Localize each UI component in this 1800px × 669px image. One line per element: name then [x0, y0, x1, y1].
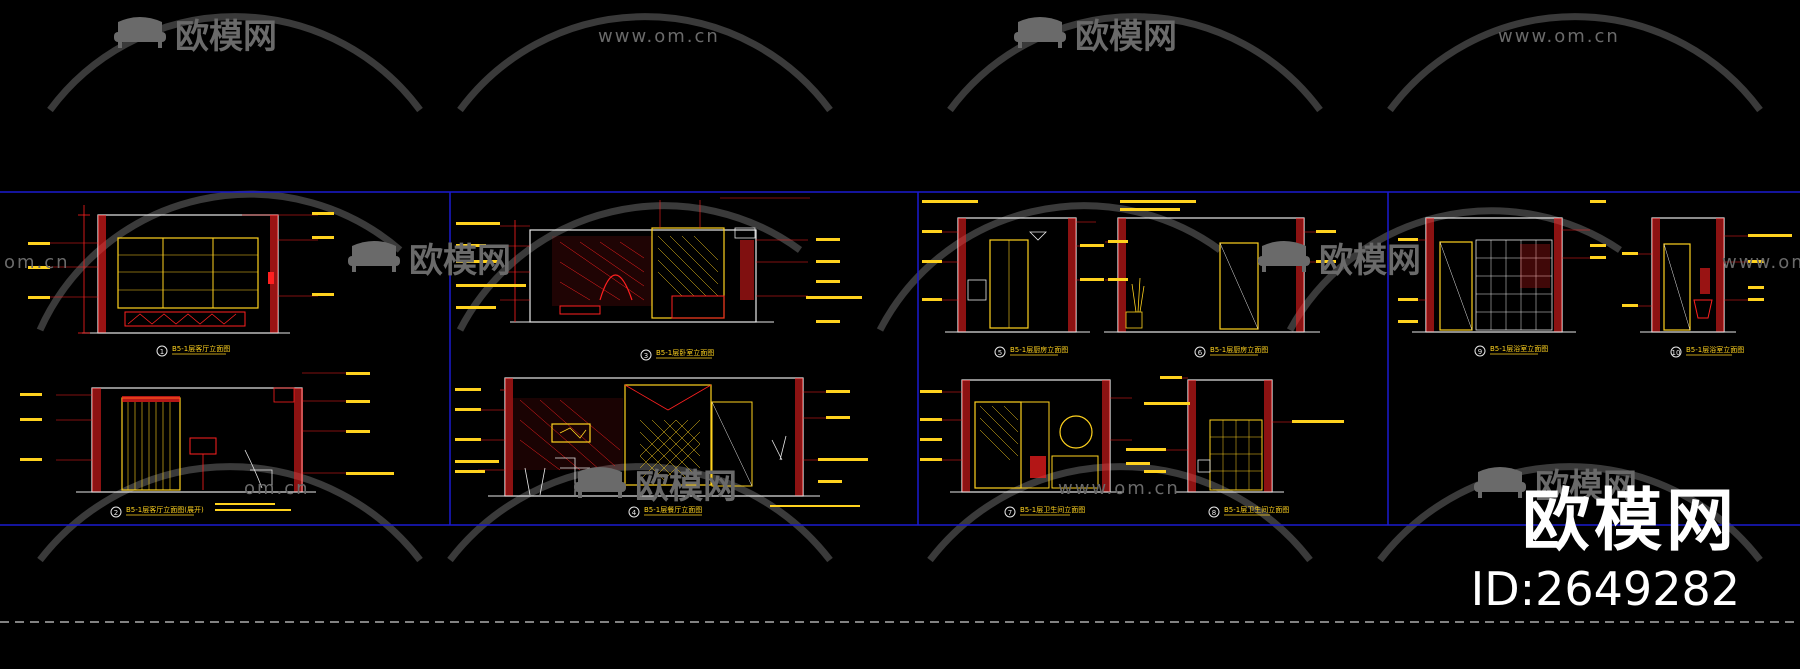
watermark-url: om.cn	[244, 478, 310, 499]
watermark-arc	[1377, 463, 1763, 563]
elevation-2: 2 B5-1层客厅立面图(展开)	[20, 372, 394, 518]
drawing-title: B5-1层卧室立面图	[656, 348, 714, 357]
elevation-1: 1 B5-1层客厅立面图	[28, 205, 334, 357]
watermark-brand: 欧模网	[175, 17, 277, 57]
sheet-frames	[0, 191, 1800, 526]
sofa-logo-icon	[1474, 467, 1526, 498]
watermark-logos: 欧模网 www.om.cn 欧模网 www.om.cn om.cn 欧模网 欧模…	[4, 17, 1800, 507]
sofa-logo-icon	[114, 17, 166, 48]
watermark-url: www.om.cn	[1722, 252, 1800, 273]
watermark-arc	[36, 190, 403, 332]
watermark-brand: 欧模网	[635, 467, 737, 507]
drawing-title: B5-1层客厅立面图	[172, 344, 230, 353]
elevation-10: 10 B5-1层浴室立面图	[1622, 217, 1792, 358]
watermark-arcs	[36, 13, 1763, 563]
elevation-5: 5 B5-1层厨房立面图	[922, 200, 1104, 358]
watermark-arc	[1286, 207, 1622, 332]
elevation-7: 7 B5-1层卫生间立面图	[920, 379, 1150, 518]
elevation-9: 9 B5-1层浴室立面图	[1398, 200, 1606, 357]
elevation-8: 8 B5-1层卫生间立面图	[1144, 376, 1344, 518]
drawing-number: 7	[1008, 509, 1012, 517]
watermark-arc	[37, 463, 423, 563]
watermark-arc	[876, 202, 1223, 332]
elevation-4: 4 B5-1层餐厅立面图	[455, 377, 868, 518]
watermark-url: www.om.cn	[1498, 26, 1620, 47]
drawing-title: B5-1层卫生间立面图	[1224, 505, 1289, 514]
elevation-3: 3 B5-1层卧室立面图	[456, 197, 862, 361]
watermark-arc	[947, 13, 1323, 113]
watermark-arc	[457, 13, 833, 113]
drawing-number: 2	[114, 509, 118, 517]
watermark-brand: 欧模网	[1319, 241, 1421, 281]
drawing-title: B5-1层厨房立面图	[1210, 345, 1268, 354]
drawing-number: 4	[632, 509, 637, 517]
sofa-logo-icon	[348, 241, 400, 272]
drawing-title: B5-1层浴室立面图	[1686, 345, 1744, 354]
sofa-logo-icon	[574, 467, 626, 498]
watermark-arc	[1387, 13, 1763, 113]
drawing-number: 5	[998, 349, 1002, 357]
watermark-brand: 欧模网	[1535, 467, 1637, 507]
drawing-title: B5-1层客厅立面图(展开)	[126, 505, 204, 514]
drawing-number: 1	[160, 348, 164, 356]
watermark-brand-large: 欧模网	[1521, 482, 1738, 561]
drawing-title: B5-1层浴室立面图	[1490, 344, 1548, 353]
watermark-arc	[47, 13, 423, 113]
watermark-url: www.om.cn	[598, 26, 720, 47]
watermark-url: www.om.cn	[1058, 478, 1180, 499]
drawing-title: B5-1层卫生间立面图	[1020, 505, 1085, 514]
drawing-number: 8	[1212, 509, 1216, 517]
watermark-arc	[456, 202, 803, 332]
watermark-url: om.cn	[4, 252, 70, 273]
watermark-arc	[447, 463, 833, 563]
watermark-brand: 欧模网	[409, 241, 511, 281]
elevation-6: 6 B5-1层厨房立面图	[1104, 200, 1336, 358]
drawing-title: B5-1层厨房立面图	[1010, 345, 1068, 354]
sofa-logo-icon	[1014, 17, 1066, 48]
watermark-brand: 欧模网	[1075, 17, 1177, 57]
drawing-number: 10	[1672, 349, 1681, 357]
watermark-id: ID:2649282	[1470, 562, 1740, 616]
drawing-title: B5-1层餐厅立面图	[644, 505, 702, 514]
drawing-number: 3	[644, 352, 648, 360]
drawing-number: 9	[1478, 348, 1482, 356]
sofa-logo-icon	[1258, 241, 1310, 272]
drawing-number: 6	[1198, 349, 1203, 357]
